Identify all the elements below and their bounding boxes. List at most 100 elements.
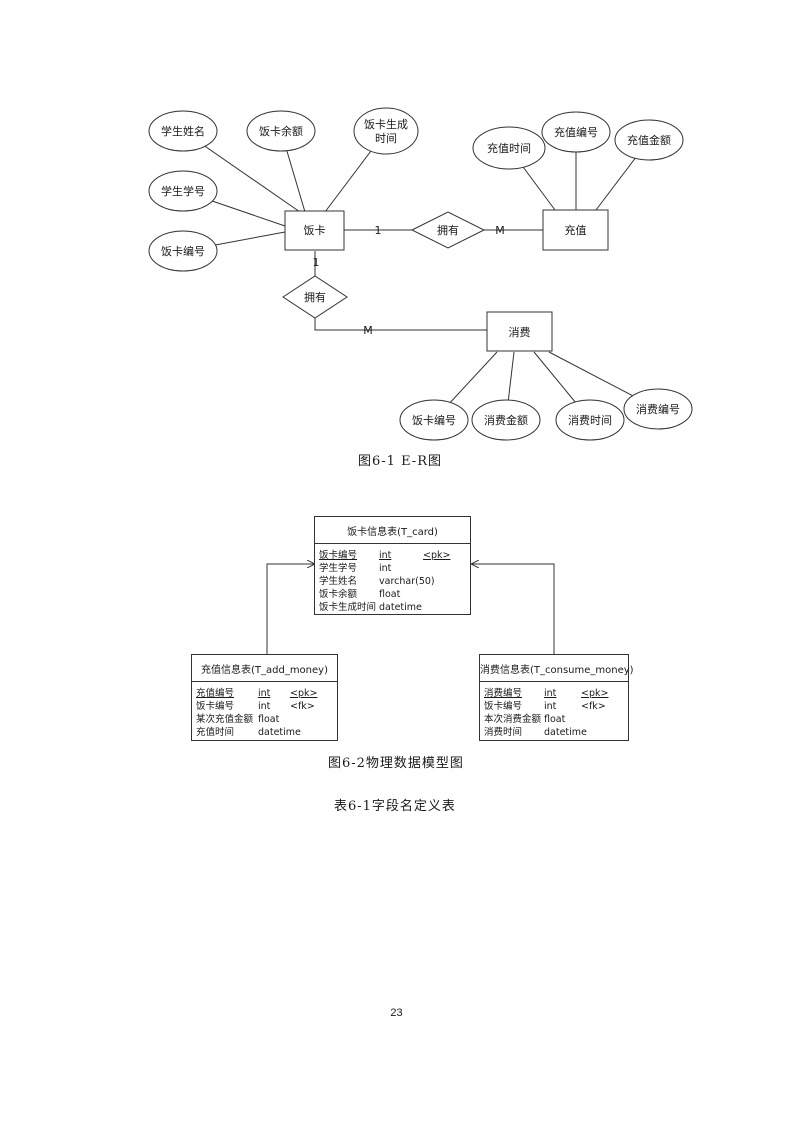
attribute-label: 饭卡编号 (412, 413, 456, 427)
table-cell-key (581, 713, 621, 726)
fk-connector (472, 564, 555, 654)
table-cell-type: datetime (258, 727, 301, 738)
table-cell-name: 饭卡编号 (196, 701, 235, 712)
entity-recharge: 充值 (542, 209, 609, 251)
entity-recharge-label: 充值 (565, 223, 587, 237)
table-cell-key (423, 575, 463, 588)
er-link (314, 318, 487, 331)
table-cell-name: 饭卡生成时间 (319, 602, 377, 613)
table-cell-name: 饭卡编号 (319, 550, 358, 561)
pdm-connectors (266, 480, 555, 654)
table-cell-name: 学生姓名 (319, 576, 358, 587)
attribute-label: 学生学号 (161, 184, 205, 198)
table-cell-type: float (379, 589, 401, 600)
table-cell-type: datetime (544, 727, 587, 738)
table-cell-type: int (379, 563, 392, 574)
table-title: 充值信息表(T_add_money) (192, 655, 337, 682)
table-cell-key (290, 713, 330, 726)
attribute-consume-time: 消费时间 (555, 399, 625, 441)
attribute-label: 饭卡编号 (161, 244, 205, 258)
table-cell-type: int (379, 550, 392, 561)
attribute-label: 消费金额 (484, 413, 528, 427)
table-cell-key: <pk> (423, 550, 451, 561)
table-card: 饭卡信息表(T_card) 饭卡编号 int <pk> 学生学号 int 学生姓名 varc… (314, 516, 471, 615)
table-cell-type: float (544, 714, 566, 725)
table-row: 饭卡编号 int <fk> (196, 700, 333, 713)
table-row: 消费时间 datetime (484, 726, 624, 739)
cardinality-label: 1 (375, 224, 382, 237)
table-row: 充值时间 datetime (196, 726, 333, 739)
page-number: 23 (390, 1007, 403, 1019)
attribute-consume-no: 消费编号 (623, 388, 693, 430)
table-title: 饭卡信息表(T_card) (315, 517, 470, 544)
cardinality-label: M (363, 324, 373, 337)
table-cell-key (423, 562, 463, 575)
table-cell-name: 本次消费金额 (484, 714, 542, 725)
table-cell-type: varchar(50) (379, 576, 435, 587)
attribute-recharge-time: 充值时间 (472, 126, 546, 170)
entity-consume: 消费 (486, 311, 553, 352)
attribute-consume-amount: 消费金额 (471, 399, 541, 441)
table-cell-name: 充值时间 (196, 727, 235, 738)
table-row: 饭卡编号 int <pk> (319, 549, 466, 562)
attribute-recharge-amount: 充值金额 (614, 119, 684, 161)
attribute-card-no: 饭卡编号 (148, 230, 218, 272)
attribute-card-created-time: 饭卡生成 时间 (353, 107, 419, 155)
attribute-label: 饭卡生成 (364, 117, 408, 131)
table-cell-type: datetime (379, 602, 422, 613)
attribute-label: 消费时间 (568, 413, 612, 427)
relationship-has-consume: 拥有 (282, 275, 348, 319)
attribute-student-id: 学生学号 (148, 170, 218, 212)
table-cell-name: 消费编号 (484, 688, 523, 699)
er-diagram: 饭卡 充值 消费 拥有 拥有 1 M 1 M 学生姓名 饭卡余额 饭卡生成 时间… (148, 107, 693, 441)
table-caption: 表6-1字段名定义表 (334, 799, 456, 814)
table-cell-key: <fk> (290, 701, 315, 712)
entity-consume-label: 消费 (509, 325, 531, 339)
fk-connector (266, 564, 314, 654)
table-row: 某次充值金额 float (196, 713, 333, 726)
relationship-has-recharge-label: 拥有 (437, 223, 459, 237)
attribute-recharge-no: 充值编号 (541, 111, 611, 153)
table-cell-name: 消费时间 (484, 727, 523, 738)
attribute-student-name: 学生姓名 (148, 110, 218, 152)
table-cell-type: int (544, 688, 557, 699)
table-cell-type: float (258, 714, 280, 725)
attribute-label: 充值金额 (627, 133, 671, 147)
table-cell-key (423, 588, 463, 601)
table-cell-type: int (258, 688, 271, 699)
table-cell-type: int (544, 701, 557, 712)
cardinality-label: 1 (313, 256, 320, 269)
table-cell-name: 某次充值金额 (196, 714, 254, 725)
attribute-label: 时间 (375, 132, 397, 145)
table-cell-type: int (258, 701, 271, 712)
table-cell-key (581, 726, 621, 739)
table-cell-name: 学生学号 (319, 563, 358, 574)
table-row: 学生姓名 varchar(50) (319, 575, 466, 588)
attribute-label: 充值编号 (554, 125, 598, 139)
figure-caption-er: 图6-1 E-R图 (358, 454, 442, 469)
table-cell-name: 充值编号 (196, 688, 235, 699)
attribute-label: 学生姓名 (161, 124, 205, 138)
entity-card-label: 饭卡 (304, 224, 326, 237)
relationship-has-recharge: 拥有 (410, 211, 486, 249)
attribute-label: 饭卡余额 (259, 124, 303, 138)
attribute-label: 充值时间 (487, 141, 531, 155)
table-cell-name: 饭卡编号 (484, 701, 523, 712)
relationship-has-consume-label: 拥有 (304, 290, 326, 304)
table-cell-key (423, 601, 463, 614)
cardinality-label: M (495, 224, 505, 237)
table-title: 消费信息表(T_consume_money) (480, 655, 634, 682)
attribute-label: 消费编号 (636, 402, 680, 416)
attribute-consume-card-no: 饭卡编号 (399, 399, 469, 441)
table-row: 学生学号 int (319, 562, 466, 575)
table-cell-key (290, 726, 330, 739)
